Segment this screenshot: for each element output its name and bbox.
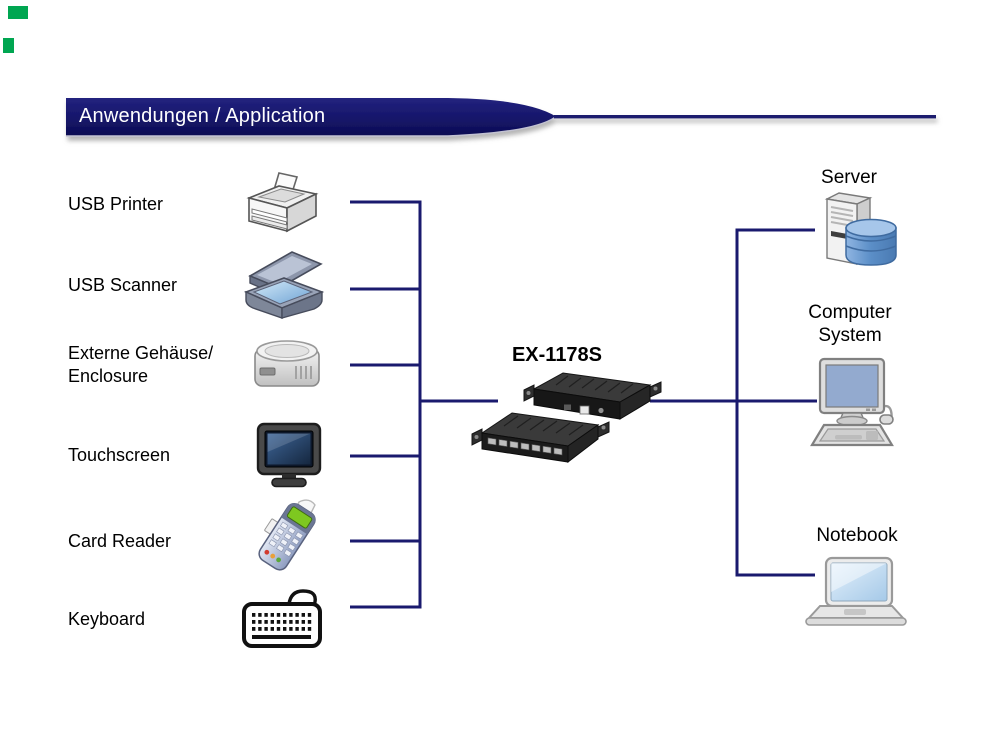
hub-rear-unit [523,372,662,420]
label-external-enclosure: Externe Gehäuse/ Enclosure [68,342,213,388]
scanner-icon [243,251,325,319]
hub-front-unit [471,412,610,464]
label-server: Server [821,167,877,188]
green-mark-left [3,38,14,53]
banner-tail-line [554,115,936,119]
server-icon [824,192,897,266]
card-reader-icon [258,499,316,571]
label-external-enclosure-line1: Externe Gehäuse/ [68,343,214,363]
label-notebook: Notebook [816,525,898,546]
label-computer-system-line2: System [818,325,882,346]
hub-model-label: EX-1178S [511,344,603,366]
label-external-enclosure-line2: Enclosure [68,366,149,386]
label-keyboard: Keyboard [68,609,146,629]
label-computer-system: Computer System [790,301,910,347]
computer-system-icon [810,357,894,447]
database-cylinder [845,218,897,266]
touchscreen-icon [256,422,322,488]
label-touchscreen: Touchscreen [68,445,171,465]
label-usb-scanner: USB Scanner [68,275,178,295]
green-mark-top [8,6,28,19]
usb-hub-photo [471,372,662,464]
hub-usb-ports [487,437,563,456]
label-card-reader: Card Reader [68,531,172,551]
page-title: Anwendungen / Application [79,105,326,127]
left-bus-line [350,200,422,609]
label-computer-system-line1: Computer [808,302,892,323]
left-stub-lines [350,287,420,543]
notebook-icon [805,556,907,626]
keyboard-icon [242,589,322,648]
hdd-enclosure-icon [254,340,320,387]
printer-icon [246,172,319,233]
label-usb-printer: USB Printer [68,194,164,214]
